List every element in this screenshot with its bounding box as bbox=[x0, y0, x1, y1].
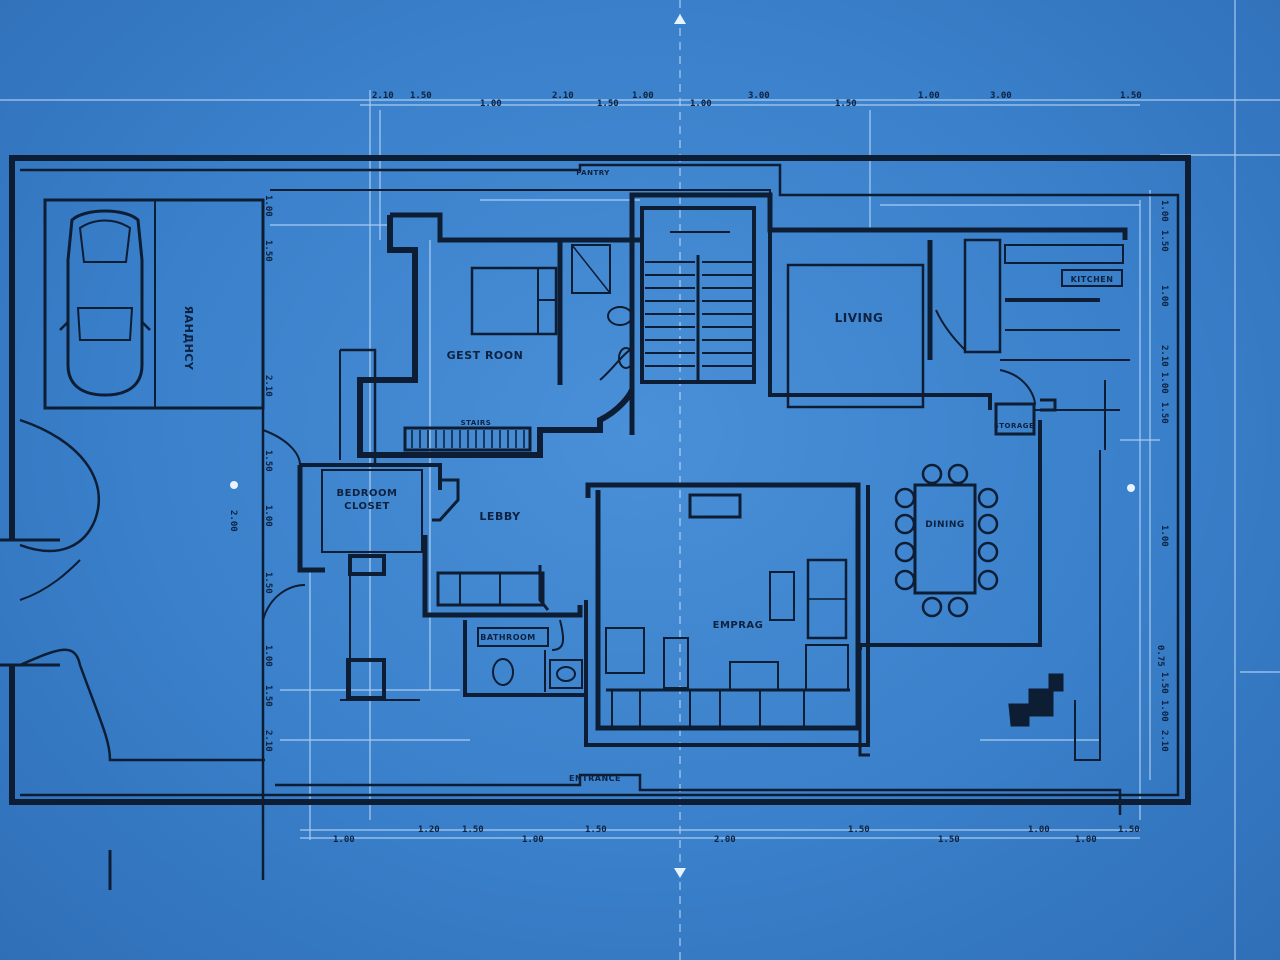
dim-bottom-10: 1.50 bbox=[1118, 825, 1140, 835]
dim-left-6: 1.50 bbox=[263, 572, 273, 594]
dim-right-6: 1.00 bbox=[1159, 525, 1169, 547]
dim-left-0: 1.00 bbox=[263, 195, 273, 217]
dim-left-3: 1.50 bbox=[263, 450, 273, 472]
dim-bottom-2: 1.50 bbox=[462, 825, 484, 835]
dim-right: 1.00 1.50 1.00 2.10 1.00 1.50 1.00 0.75 … bbox=[1155, 200, 1169, 752]
dim-top-0: 2.10 bbox=[372, 91, 394, 101]
dim-bottom-6: 1.50 bbox=[848, 825, 870, 835]
dim-bottom-0: 1.00 bbox=[333, 835, 355, 845]
dim-right-0: 1.00 bbox=[1159, 200, 1169, 222]
kitchen-label: KITCHEN bbox=[1071, 275, 1114, 284]
dim-right-5: 1.50 bbox=[1159, 402, 1169, 424]
dim-right-4: 1.00 bbox=[1159, 372, 1169, 394]
dim-top-7: 3.00 bbox=[748, 91, 770, 101]
living-label: LIVING bbox=[835, 311, 884, 325]
dim-right-9: 1.00 bbox=[1159, 700, 1169, 722]
walls bbox=[0, 155, 1191, 890]
stair-note-label: STAIRS bbox=[461, 419, 492, 427]
dim-right-2: 1.00 bbox=[1159, 285, 1169, 307]
dim-left-4: 1.00 bbox=[263, 505, 273, 527]
dim-bottom-7: 1.50 bbox=[938, 835, 960, 845]
axis-markers bbox=[230, 14, 1135, 878]
storage-label: STORAGE bbox=[994, 422, 1035, 430]
dining-label: EMPRAG bbox=[713, 620, 764, 631]
dim-left-9: 2.10 bbox=[263, 730, 273, 752]
axis-marker-icon bbox=[230, 481, 238, 489]
dim-top-8: 1.50 bbox=[835, 99, 857, 109]
stair-treads bbox=[645, 261, 752, 367]
pantry-label: PANTRY bbox=[576, 169, 610, 177]
car-icon bbox=[59, 209, 151, 397]
dim-right-7: 0.75 bbox=[1155, 645, 1165, 667]
dim-top-2: 1.00 bbox=[480, 99, 502, 109]
dim-top-4: 1.50 bbox=[597, 99, 619, 109]
dim-left: 1.00 1.50 2.10 1.50 1.00 2.00 1.50 1.00 … bbox=[228, 195, 273, 752]
lobby-label: LEBBY bbox=[479, 510, 521, 523]
axis-marker-icon bbox=[674, 14, 686, 24]
dim-bottom-1: 1.20 bbox=[418, 825, 440, 835]
dim-right-1: 1.50 bbox=[1159, 230, 1169, 252]
dining-table-label: DINING bbox=[925, 520, 965, 530]
dim-left-5: 2.00 bbox=[228, 510, 238, 532]
dim-top-11: 1.50 bbox=[1120, 91, 1142, 101]
closet-label: CLOSET bbox=[344, 501, 390, 512]
dim-bottom-9: 1.00 bbox=[1075, 835, 1097, 845]
dim-left-7: 1.00 bbox=[263, 645, 273, 667]
radiator-fins bbox=[411, 430, 525, 448]
dim-top-5: 1.00 bbox=[632, 91, 654, 101]
dim-top: 2.10 1.50 1.00 2.10 1.50 1.00 1.00 3.00 … bbox=[372, 91, 1142, 109]
room-labels: ЯAHДHCY GEST ROON LIVING BEDROOM CLOSET … bbox=[182, 169, 1113, 783]
dim-right-3: 2.10 bbox=[1159, 345, 1169, 367]
garage-label: ЯAHДHCY bbox=[182, 306, 195, 371]
dim-top-9: 1.00 bbox=[918, 91, 940, 101]
dim-bottom: 1.00 1.20 1.50 1.00 1.50 2.00 1.50 1.50 … bbox=[333, 825, 1140, 845]
axis-marker-icon bbox=[1127, 484, 1135, 492]
dim-left-2: 2.10 bbox=[263, 375, 273, 397]
dim-right-8: 1.50 bbox=[1159, 672, 1169, 694]
dim-top-10: 3.00 bbox=[990, 91, 1012, 101]
dim-bottom-3: 1.00 bbox=[522, 835, 544, 845]
guest-room-label: GEST ROON bbox=[447, 349, 524, 362]
dim-top-6: 1.00 bbox=[690, 99, 712, 109]
bath-label: BATHROOM bbox=[480, 633, 536, 642]
axis-marker-icon bbox=[674, 868, 686, 878]
dim-top-3: 2.10 bbox=[552, 91, 574, 101]
bedroom-label: BEDROOM bbox=[337, 488, 398, 499]
dim-right-10: 2.10 bbox=[1159, 730, 1169, 752]
dim-bottom-8: 1.00 bbox=[1028, 825, 1050, 835]
dim-left-1: 1.50 bbox=[263, 240, 273, 262]
dim-top-1: 1.50 bbox=[410, 91, 432, 101]
dim-bottom-4: 1.50 bbox=[585, 825, 607, 835]
dim-bottom-5: 2.00 bbox=[714, 835, 736, 845]
porch-label: ENTRANCE bbox=[569, 774, 621, 783]
dim-left-8: 1.50 bbox=[263, 685, 273, 707]
